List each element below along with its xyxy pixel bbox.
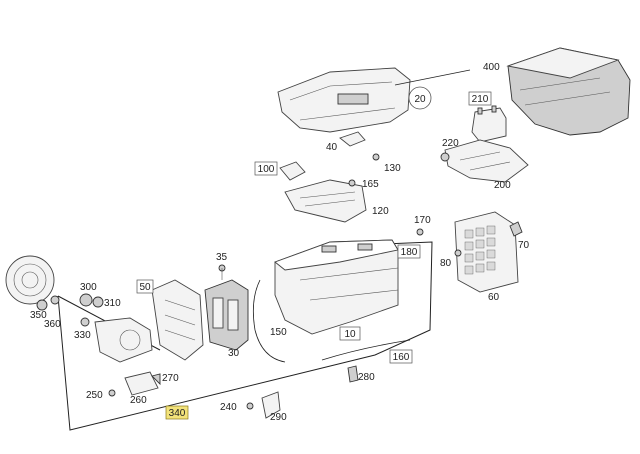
callout-120-label: 120 — [372, 206, 389, 217]
callout-210-label: 210 — [472, 94, 489, 105]
callout-270[interactable]: 270 — [162, 373, 179, 384]
callout-200-label: 200 — [494, 180, 511, 191]
callout-165[interactable]: 165 — [362, 179, 379, 190]
callout-40[interactable]: 40 — [326, 142, 338, 153]
callout-70-label: 70 — [518, 240, 530, 251]
callout-240-label: 240 — [220, 402, 237, 413]
engine-cover-part[interactable] — [277, 67, 471, 133]
battery-holder-part[interactable] — [204, 279, 249, 351]
callout-80-label: 80 — [440, 258, 452, 269]
callout-30[interactable]: 30 — [228, 348, 240, 359]
callout-180[interactable]: 180 — [397, 244, 421, 259]
callout-100-label: 100 — [258, 164, 275, 175]
callout-330[interactable]: 330 — [74, 330, 91, 341]
battery-part[interactable] — [274, 239, 399, 335]
relay-part[interactable] — [471, 105, 507, 143]
callout-280[interactable]: 280 — [358, 372, 375, 383]
callout-360-label: 360 — [44, 319, 61, 330]
bracket-120-part[interactable] — [284, 179, 367, 223]
callout-270-label: 270 — [162, 373, 179, 384]
callout-35-label: 35 — [216, 252, 228, 263]
callout-290-label: 290 — [270, 412, 287, 423]
clamp-part[interactable] — [246, 365, 359, 419]
callout-50[interactable]: 50 — [136, 279, 154, 294]
callout-150-label: 150 — [270, 327, 287, 338]
callout-35[interactable]: 35 — [216, 252, 228, 263]
callout-180-label: 180 — [401, 247, 418, 258]
callout-200[interactable]: 200 — [494, 180, 511, 191]
callout-120[interactable]: 120 — [372, 206, 389, 217]
callout-290[interactable]: 290 — [270, 412, 287, 423]
callout-340-label: 340 — [169, 408, 186, 419]
callout-400-label: 400 — [483, 62, 500, 73]
small-bracket-part[interactable] — [108, 371, 161, 397]
callout-150[interactable]: 150 — [270, 327, 287, 338]
callout-330-label: 330 — [74, 330, 91, 341]
callout-165-label: 165 — [362, 179, 379, 190]
callout-80[interactable]: 80 — [440, 258, 452, 269]
cable-part[interactable] — [252, 279, 411, 363]
callout-350-label: 350 — [30, 310, 47, 321]
callout-70[interactable]: 70 — [518, 240, 530, 251]
fasteners — [218, 152, 523, 280]
callout-170-label: 170 — [414, 215, 431, 226]
callout-250-label: 250 — [86, 390, 103, 401]
callout-40-label: 40 — [326, 142, 338, 153]
callout-100[interactable]: 100 — [254, 161, 278, 176]
callout-260-label: 260 — [130, 395, 147, 406]
callout-60[interactable]: 60 — [488, 292, 500, 303]
callout-310-label: 310 — [104, 298, 121, 309]
callout-30-label: 30 — [228, 348, 240, 359]
callout-10[interactable]: 10 — [339, 326, 361, 341]
callout-210[interactable]: 210 — [468, 91, 492, 106]
callout-310[interactable]: 310 — [104, 298, 121, 309]
callout-220-label: 220 — [442, 138, 459, 149]
callout-280-label: 280 — [358, 372, 375, 383]
callout-20[interactable]: 20 — [408, 86, 432, 110]
fuse-box-part[interactable] — [454, 211, 519, 293]
callout-260[interactable]: 260 — [130, 395, 147, 406]
callout-160[interactable]: 160 — [389, 349, 413, 364]
callout-10-label: 10 — [344, 329, 356, 340]
control-unit-part[interactable] — [506, 47, 631, 136]
bracket-200-part[interactable] — [444, 139, 529, 183]
callout-300-label: 300 — [80, 282, 97, 293]
callout-340[interactable]: 340 — [165, 405, 189, 420]
callout-400[interactable]: 400 — [483, 62, 500, 73]
alternator-part[interactable] — [5, 255, 60, 311]
connector-40-part[interactable] — [339, 131, 366, 147]
callout-130[interactable]: 130 — [384, 163, 401, 174]
callout-350[interactable]: 350 — [30, 310, 47, 321]
fuse-grid — [464, 225, 496, 275]
callout-60-label: 60 — [488, 292, 500, 303]
callout-240[interactable]: 240 — [220, 402, 237, 413]
starter-motor-part[interactable] — [79, 293, 153, 363]
callout-170[interactable]: 170 — [414, 215, 431, 226]
connector-100-part[interactable] — [279, 161, 306, 181]
callout-160-label: 160 — [393, 352, 410, 363]
callout-220[interactable]: 220 — [442, 138, 459, 149]
callout-250[interactable]: 250 — [86, 390, 103, 401]
callout-20-label: 20 — [414, 94, 426, 105]
callout-300[interactable]: 300 — [80, 282, 97, 293]
callout-130-label: 130 — [384, 163, 401, 174]
callout-360[interactable]: 360 — [44, 319, 61, 330]
callout-50-label: 50 — [139, 282, 151, 293]
cover-plate-part[interactable] — [151, 279, 204, 361]
